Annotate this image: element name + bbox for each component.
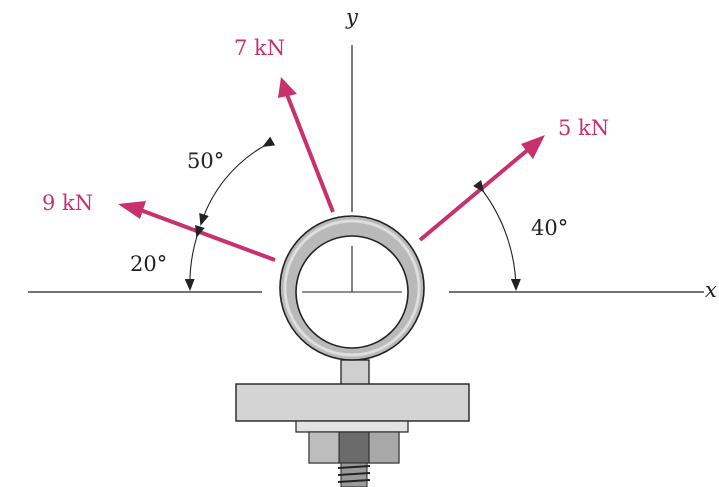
force-arrow-5kn [418, 135, 545, 242]
washer [295, 420, 409, 433]
x-axis-label: x [705, 278, 717, 302]
y-axis-label: y [345, 5, 359, 29]
angle-arc-20 [184, 224, 205, 291]
force-arrow-9kn [118, 201, 276, 262]
angle-label-20: 20° [130, 252, 167, 276]
base-plate [235, 383, 470, 422]
force-arrow-7kn [278, 77, 335, 213]
force-label-5kn: 5 kN [558, 116, 609, 140]
angle-label-50: 50° [187, 149, 224, 173]
eyebolt-shank [340, 359, 370, 387]
angle-arc-50 [199, 136, 276, 226]
angle-label-40: 40° [531, 216, 568, 240]
eyebolt [235, 215, 470, 487]
force-label-9kn: 9 kN [42, 191, 93, 215]
force-label-7kn: 7 kN [234, 36, 285, 60]
angle-arc-40 [473, 179, 521, 291]
